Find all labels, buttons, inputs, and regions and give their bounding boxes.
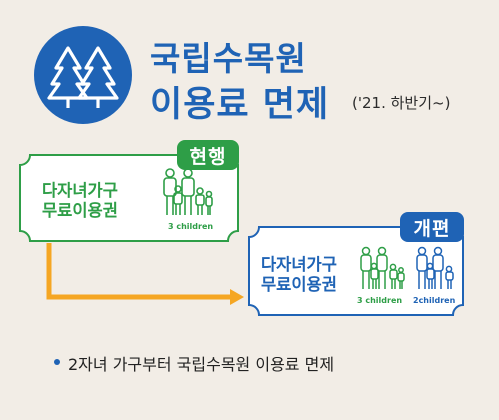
revised-ticket-line-2: 무료이용권 [261, 275, 337, 294]
title-line-2: 이용료 면제 [150, 85, 330, 125]
title-line-1: 국립수목원 [150, 39, 307, 78]
current-ticket: 다자녀가구 무료이용권 3 children [18, 153, 240, 243]
revised-figure-caption-1: 3 children [357, 296, 403, 305]
footer-bullet-text: 2자녀 가구부터 국립수목원 이용료 면제 [68, 355, 335, 374]
forest-logo [34, 26, 132, 124]
current-badge: 현행 [177, 140, 239, 170]
family-icon [360, 246, 405, 289]
bullet-icon [54, 359, 60, 365]
revised-ticket: 다자녀가구 무료이용권 3 children 2children [247, 225, 465, 317]
family-icon [416, 246, 454, 289]
revised-figure-caption-2: 2children [413, 296, 456, 305]
tree-icon [47, 46, 119, 108]
current-ticket-line-2: 무료이용권 [42, 201, 118, 220]
family-icon [163, 168, 213, 215]
revised-ticket-line-1: 다자녀가구 [261, 255, 337, 274]
current-figure-caption: 3 children [168, 222, 214, 231]
period-label: ('21. 하반기~) [352, 94, 451, 112]
revised-badge: 개편 [400, 212, 464, 242]
current-ticket-line-1: 다자녀가구 [42, 181, 118, 200]
